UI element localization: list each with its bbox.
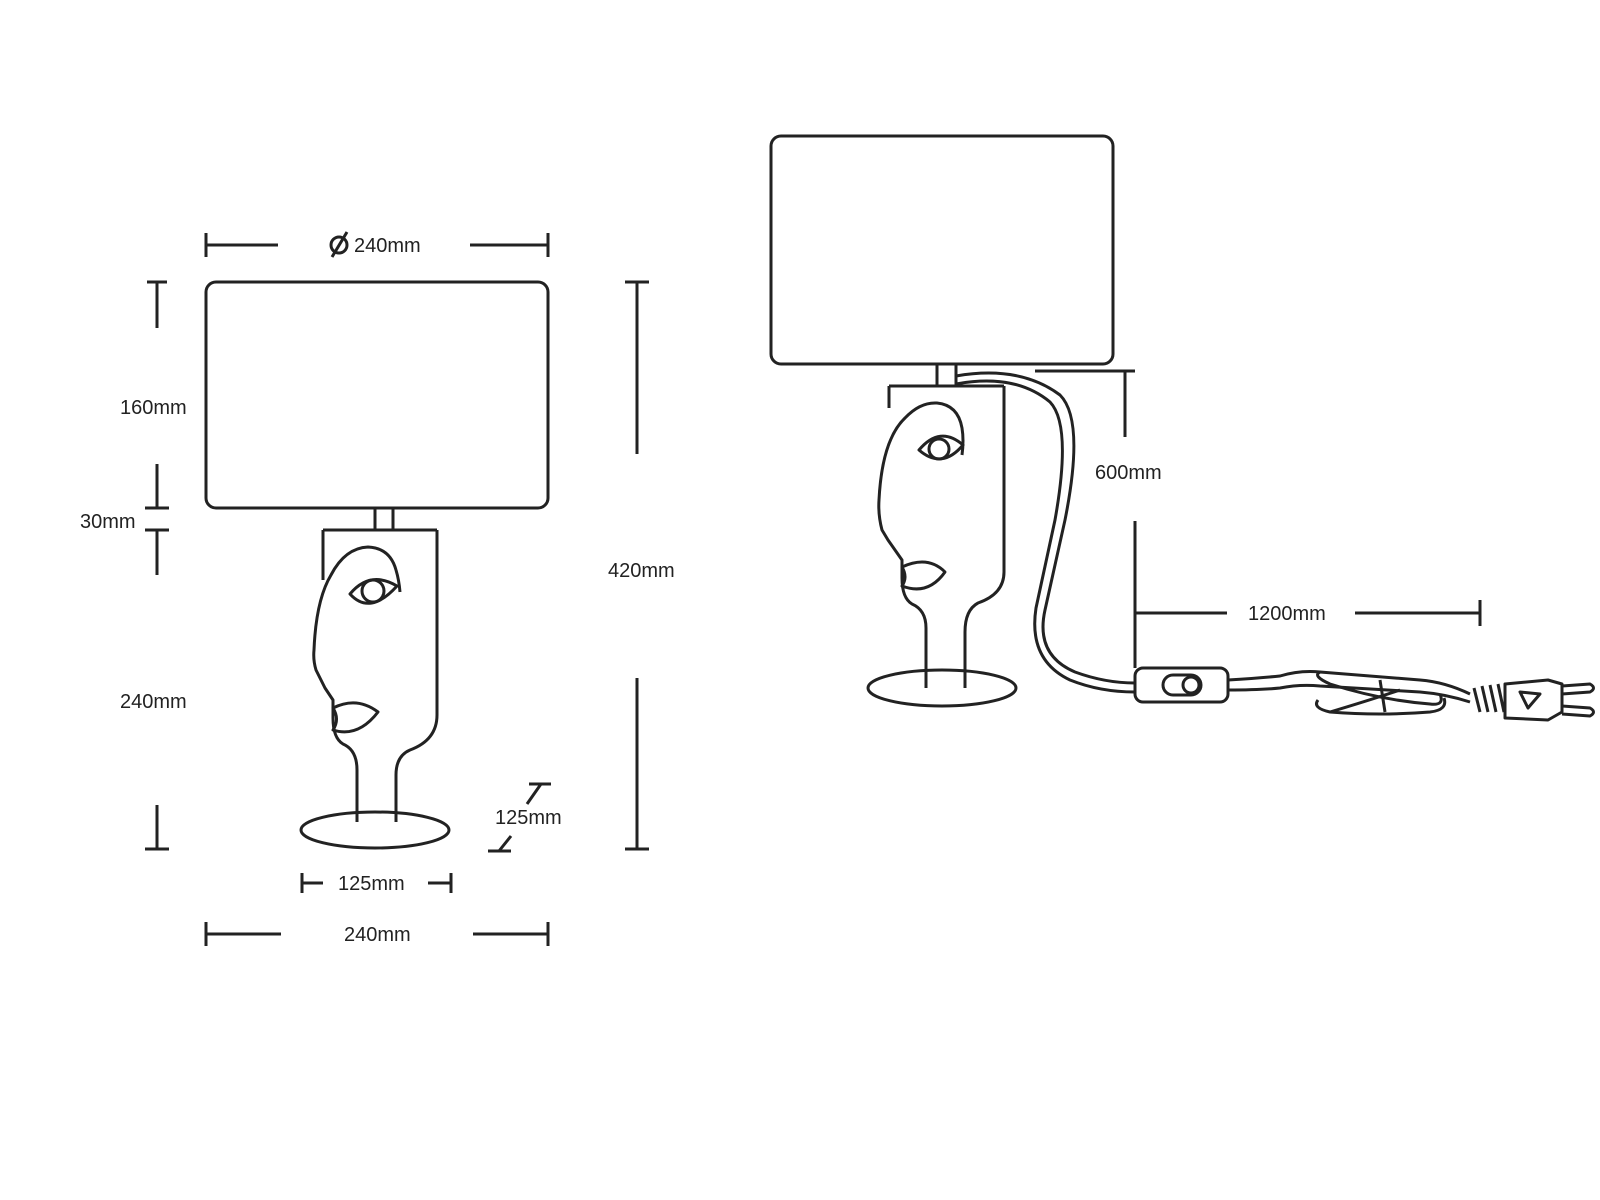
dim-total-height-label: 420mm: [608, 560, 675, 582]
dim-shade-height-label: 160mm: [120, 397, 187, 419]
dim-base-height: 240mm: [120, 691, 187, 851]
diameter-icon: [329, 231, 349, 258]
dim-foot-width: 125mm: [300, 873, 453, 895]
power-plug: [1472, 678, 1595, 722]
front-lamp-neck: [373, 508, 395, 530]
dim-cable-to-switch: 600mm: [1035, 369, 1162, 668]
dim-shade-height: 160mm: [120, 280, 187, 510]
side-lamp-neck: [935, 364, 958, 386]
dim-foot-width-label: 125mm: [338, 873, 405, 895]
side-lamp-shade: [769, 134, 1115, 366]
side-face-body: [877, 384, 1006, 688]
dim-switch-to-plug: 1200mm: [1135, 600, 1482, 626]
plug-strain-relief: [1472, 683, 1506, 713]
side-eye: [917, 434, 965, 461]
dim-neck-height-label: 30mm: [80, 511, 136, 533]
front-lamp-shade: [204, 280, 550, 510]
inline-switch: [1133, 666, 1230, 704]
dim-cable-to-switch-label: 600mm: [1095, 462, 1162, 484]
dim-shade-diameter: 240mm: [204, 231, 550, 258]
dim-neck-height: 30mm: [80, 511, 169, 575]
front-mouth: [331, 701, 380, 734]
side-mouth: [900, 560, 947, 591]
side-foot: [866, 668, 1018, 708]
dim-foot-depth-label: 125mm: [495, 807, 562, 829]
dim-switch-to-plug-label: 1200mm: [1248, 603, 1326, 625]
front-view: 240mm 160mm 30mm 240mm 420mm: [80, 231, 675, 946]
dim-base-height-label: 240mm: [120, 691, 187, 713]
front-eye: [348, 578, 399, 605]
dim-overall-width-label: 240mm: [344, 924, 411, 946]
front-foot: [299, 810, 451, 850]
side-view: 600mm 1200mm: [769, 134, 1595, 722]
power-cable: [955, 371, 1136, 694]
dim-shade-diameter-label: 240mm: [354, 235, 421, 257]
dim-total-height: 420mm: [608, 280, 675, 851]
dim-overall-width: 240mm: [204, 922, 550, 946]
plug-cable: [1227, 670, 1471, 716]
dim-foot-depth: 125mm: [488, 782, 562, 853]
front-face-body: [312, 528, 439, 822]
